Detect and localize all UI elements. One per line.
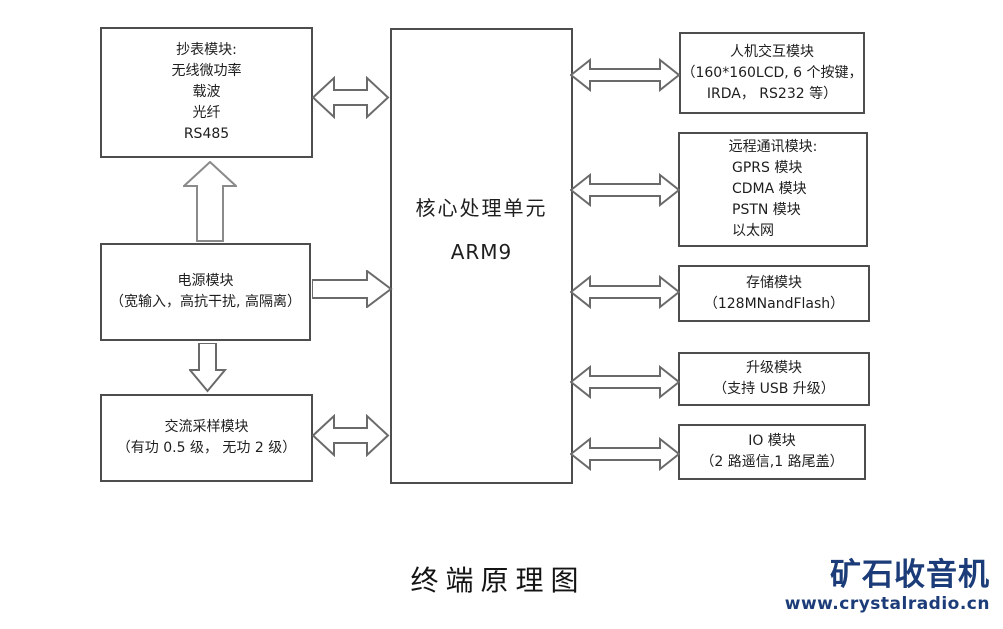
core-processing-unit-box: 核心处理单元 ARM9: [390, 28, 573, 484]
double-headed-arrow-icon: [570, 437, 680, 471]
box-text-line: 抄表模块:: [176, 42, 237, 58]
box-text-line: （128MNandFlash）: [703, 295, 845, 312]
box-text-line: 载波: [192, 84, 221, 100]
box-text-line: （有功 0.5 级， 无功 2 级）: [116, 440, 297, 456]
box-text-line: 以太网: [732, 223, 774, 239]
box-text-line: 无线微功率: [171, 63, 242, 79]
box-text-line: CDMA 模块: [732, 181, 807, 197]
watermark-brand-name: 矿石收音机: [830, 557, 990, 593]
box-text-line: 存储模块: [746, 274, 802, 291]
up-arrow-icon: [183, 161, 237, 242]
box-text-line: 光纤: [192, 105, 221, 121]
double-headed-arrow-icon: [570, 173, 680, 207]
double-headed-arrow-icon: [312, 414, 390, 457]
watermark-url: www.crystalradio.cn: [784, 594, 990, 614]
core-processing-unit-label: 核心处理单元 ARM9: [392, 196, 571, 264]
box-text-line: IO 模块: [748, 433, 796, 449]
remote-comm-module-box: 远程通讯模块: GPRS 模块 CDMA 模块 PSTN 模块 以太网: [678, 132, 868, 247]
double-headed-arrow-icon: [570, 58, 680, 92]
core-unit-chip: ARM9: [450, 240, 513, 264]
box-text-line: 升级模块: [746, 360, 802, 376]
box-text-line: （宽输入，高抗干扰, 高隔离）: [110, 294, 301, 310]
hmi-module-box: 人机交互模块 （160*160LCD, 6 个按键， IRDA， RS232 等…: [679, 32, 865, 114]
right-arrow-icon: [312, 270, 393, 308]
box-text-line: 远程通讯模块:: [728, 139, 818, 155]
ac-sampling-module-box: 交流采样模块 （有功 0.5 级， 无功 2 级）: [100, 394, 313, 482]
core-unit-name: 核心处理单元: [415, 196, 548, 220]
box-text-line: （2 路遥信,1 路尾盖）: [700, 454, 844, 470]
double-headed-arrow-icon: [570, 365, 680, 399]
upgrade-module-box: 升级模块 （支持 USB 升级）: [678, 352, 870, 406]
box-text-line: 电源模块: [177, 273, 234, 289]
box-text-line: （160*160LCD, 6 个按键，: [681, 64, 863, 81]
power-module-box: 电源模块 （宽输入，高抗干扰, 高隔离）: [100, 243, 311, 341]
meter-reading-module-box: 抄表模块: 无线微功率 载波 光纤 RS485: [100, 27, 313, 158]
box-text-line: GPRS 模块: [732, 160, 803, 176]
box-text-line: PSTN 模块: [732, 202, 801, 218]
watermark-logo: 矿石收音机 www.crystalradio.cn: [785, 558, 990, 614]
double-headed-arrow-icon: [312, 76, 390, 119]
box-text-line: 交流采样模块: [164, 419, 249, 435]
box-text-line: RS485: [183, 126, 230, 142]
box-text-line: 人机交互模块: [730, 43, 814, 60]
storage-module-box: 存储模块 （128MNandFlash）: [678, 265, 870, 322]
io-module-box: IO 模块 （2 路遥信,1 路尾盖）: [678, 424, 866, 480]
down-arrow-icon: [189, 343, 227, 393]
diagram-title: 终端原理图: [410, 564, 586, 597]
box-text-line: （支持 USB 升级）: [713, 381, 835, 397]
double-headed-arrow-icon: [570, 275, 680, 309]
box-text-line: IRDA， RS232 等）: [706, 85, 838, 102]
